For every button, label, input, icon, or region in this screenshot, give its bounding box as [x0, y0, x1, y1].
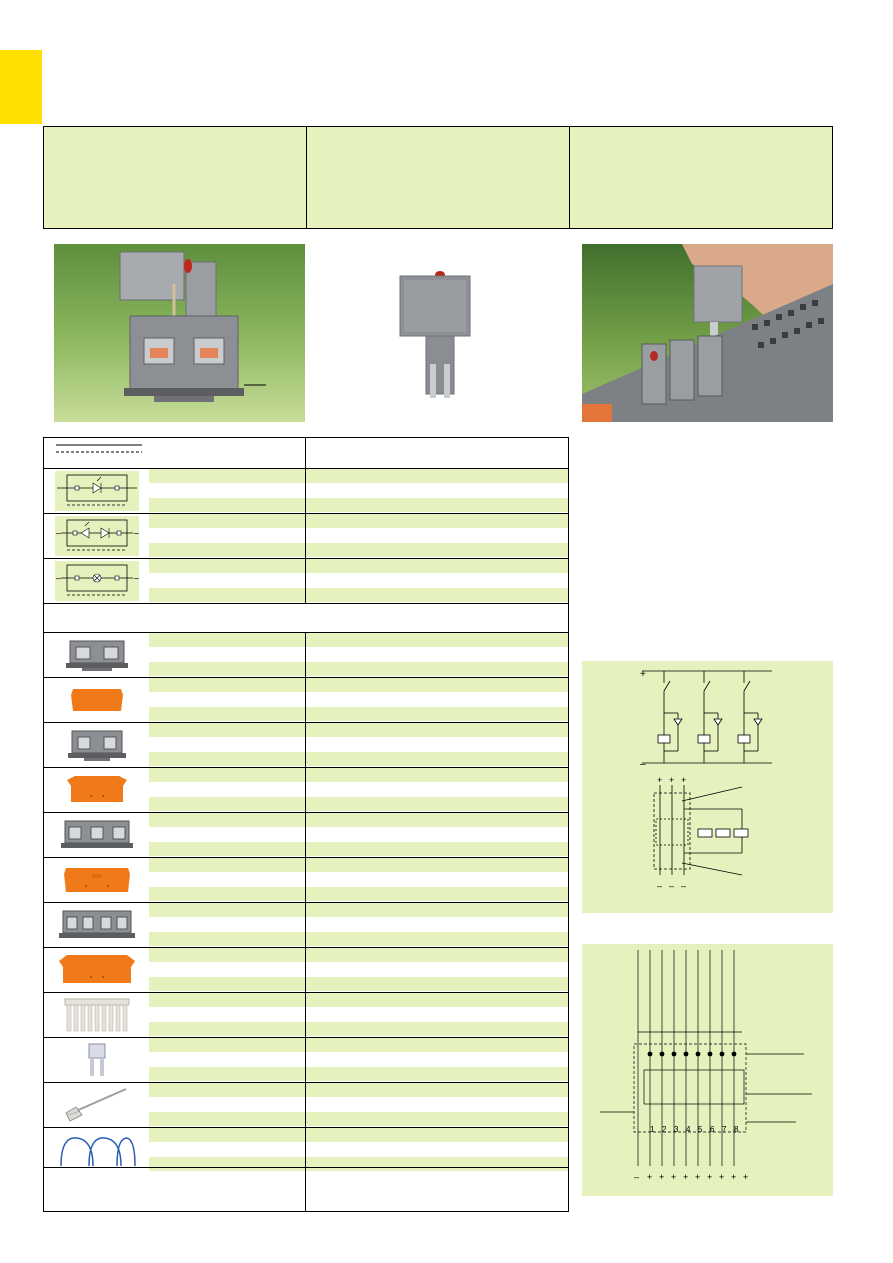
rail-plus-label: + — [640, 669, 646, 680]
diagram-label: + — [695, 1172, 700, 1182]
table-row: ~ ~ — [44, 513, 568, 558]
svg-text:~: ~ — [55, 529, 62, 538]
diagram-label: + — [743, 1172, 748, 1182]
diagram-label: + — [657, 775, 662, 785]
diagram-label: + — [659, 1172, 664, 1182]
diagram-label: + — [707, 1172, 712, 1182]
operating-tool-icon — [64, 1088, 126, 1122]
diagram-label: + — [719, 1172, 724, 1182]
header-table — [43, 126, 833, 229]
diagram-number: 5 — [698, 1125, 703, 1134]
diagram-label: + — [671, 1172, 676, 1182]
end-plate-c-icon — [63, 868, 130, 892]
table-row — [44, 902, 568, 947]
header-col-3 — [570, 127, 832, 228]
diagram-label: + — [647, 1172, 652, 1182]
diagram-number: 3 — [674, 1125, 679, 1134]
photo-plugin-module — [318, 244, 569, 422]
table-row: ~ ~ — [44, 558, 568, 603]
table-row — [44, 947, 568, 992]
svg-text:~: ~ — [55, 574, 62, 583]
table-footer-row — [44, 1167, 568, 1212]
wire-jumper-icon — [59, 1137, 136, 1167]
header-col-1 — [44, 127, 307, 228]
lamp-symbol-icon: ~ ~ — [54, 561, 139, 601]
table-row — [44, 722, 568, 767]
circuit-diagram-bottom: 1 2 3 4 5 6 7 8 – + + + + + + + + + — [582, 944, 833, 1196]
terminal-block-2b-icon — [67, 730, 126, 761]
table-row — [44, 857, 568, 902]
table-row — [44, 1127, 568, 1172]
diagram-label: – — [634, 1172, 639, 1182]
table-row — [44, 1082, 568, 1127]
svg-text:~: ~ — [133, 574, 139, 583]
diagram-label: – — [669, 881, 674, 891]
photo-terminal-block — [54, 244, 305, 422]
product-table: ~ ~ ~ — [43, 437, 569, 1212]
diagram-number: 7 — [722, 1125, 727, 1134]
diagram-number: 6 — [710, 1125, 715, 1134]
terminal-block-2-icon — [65, 640, 128, 671]
table-row — [44, 677, 568, 722]
led-symbol-icon — [54, 471, 139, 511]
rail-minus-label: – — [640, 759, 646, 770]
table-row — [44, 767, 568, 812]
circuit-diagram-top: + – + + + – – – — [582, 661, 833, 913]
line-legend-icon — [56, 444, 142, 453]
table-header-row — [44, 437, 568, 468]
table-row — [44, 992, 568, 1037]
diagram-label: – — [657, 881, 662, 891]
diagram-label: + — [681, 775, 686, 785]
svg-text:~: ~ — [133, 529, 139, 538]
table-row — [44, 468, 568, 513]
diagram-number: 1 — [650, 1125, 655, 1134]
diagram-label: + — [731, 1172, 736, 1182]
table-row — [44, 812, 568, 857]
section-row — [44, 603, 568, 633]
end-plate-b-icon — [66, 776, 127, 802]
diagram-label: – — [681, 881, 686, 891]
diagram-number: 2 — [662, 1125, 667, 1134]
terminal-block-4-icon — [58, 910, 135, 938]
header-col-2 — [307, 127, 570, 228]
led-ac-symbol-icon: ~ ~ — [54, 516, 139, 556]
jumper-icon — [88, 1043, 105, 1076]
comb-jumper-icon — [64, 998, 129, 1032]
end-plate-icon — [70, 689, 123, 711]
end-plate-d-icon — [58, 955, 135, 983]
photo-inserting-module — [582, 244, 833, 422]
diagram-label: + — [669, 775, 674, 785]
diagram-number: 8 — [734, 1125, 739, 1134]
table-row — [44, 1037, 568, 1082]
chapter-tab — [0, 50, 42, 124]
diagram-number: 4 — [686, 1125, 691, 1134]
terminal-block-3-icon — [60, 820, 133, 848]
table-row — [44, 632, 568, 677]
diagram-label: + — [683, 1172, 688, 1182]
